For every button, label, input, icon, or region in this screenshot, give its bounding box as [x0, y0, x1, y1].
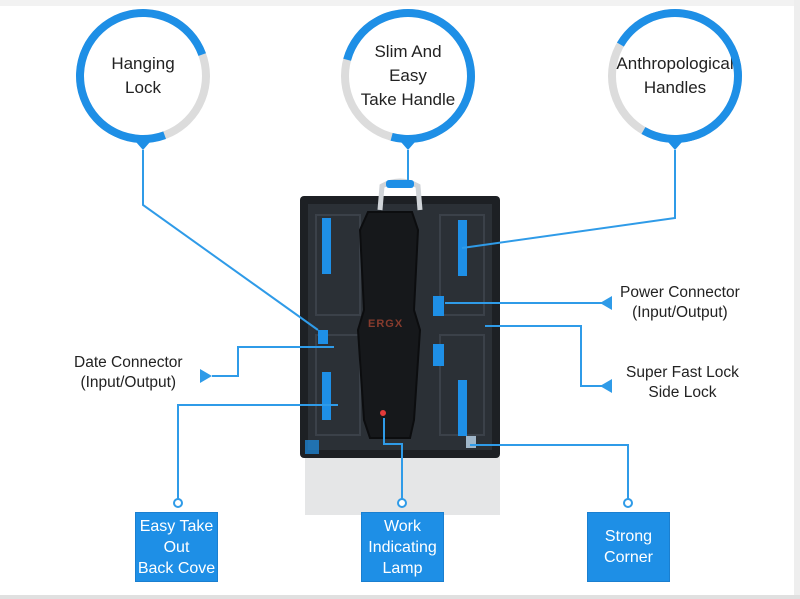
anthropological-handles-label: Anthropological Handles	[610, 52, 739, 100]
label-line: Take Handle	[360, 90, 456, 109]
pointer-icon	[668, 142, 682, 150]
hanging-lock-label: Hanging Lock	[105, 52, 180, 100]
super-fast-lock-label: Super Fast Lock Side Lock	[626, 363, 739, 403]
label-line: Power Connector	[620, 284, 740, 301]
box-line: Corner	[604, 549, 653, 566]
handle-label: Slim And Easy Take Handle	[349, 40, 467, 112]
watermark-text: ERGX	[368, 318, 404, 330]
date-connector-label: Date Connector (Input/Output)	[74, 353, 183, 393]
label-line: Side Lock	[648, 384, 717, 401]
top-border	[0, 0, 800, 6]
label-line: Anthropological	[616, 54, 734, 73]
pointer-icon	[401, 142, 415, 150]
box-line: Out	[163, 538, 190, 556]
box-line: Back Cove	[137, 559, 216, 577]
power-connector-label: Power Connector (Input/Output)	[620, 283, 740, 323]
bottom-border	[0, 595, 800, 599]
work-lamp-box: Work Indicating Lamp	[361, 512, 444, 582]
label-line: Slim And Easy	[374, 42, 442, 85]
box-line: Easy Take	[139, 517, 214, 535]
label-line: Super Fast Lock	[626, 364, 739, 381]
label-line: (Input/Output)	[632, 304, 728, 321]
label-line: (Input/Output)	[80, 374, 177, 391]
handle-callout: Slim And Easy Take Handle	[316, 0, 500, 168]
label-line: Hanging	[111, 54, 175, 73]
box-line: Indicating	[368, 538, 437, 556]
label-line: Handles	[643, 78, 707, 97]
box-line: Work	[383, 517, 422, 535]
label-line: Lock	[125, 78, 161, 97]
anthropological-handles-callout: Anthropological Handles	[592, 0, 758, 159]
strong-corner-box: Strong Corner	[587, 512, 670, 582]
box-line: Strong	[604, 528, 653, 545]
callout-markers	[173, 296, 633, 508]
right-border	[794, 0, 800, 599]
cabinet-illustration	[300, 178, 500, 458]
hanging-lock-callout: Hanging Lock	[53, 0, 233, 166]
label-line: Date Connector	[74, 354, 183, 371]
back-cover-box: Easy Take Out Back Cove	[135, 512, 218, 582]
pointer-icon	[136, 142, 150, 150]
callout-lines	[142, 150, 676, 500]
box-line: Lamp	[382, 559, 423, 577]
